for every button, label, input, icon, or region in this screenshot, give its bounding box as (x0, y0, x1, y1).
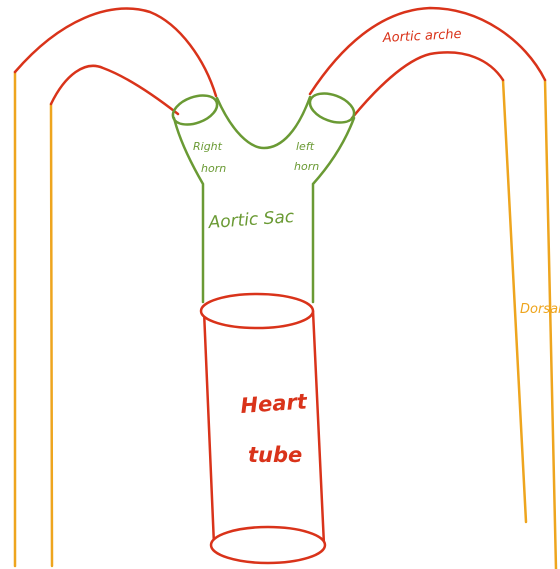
left-horn-label-line2: horn (294, 160, 319, 173)
heart-tube-bottom (211, 527, 325, 563)
heart-tube-label-line2: tube (248, 443, 302, 467)
right-dorsal-inner (503, 80, 526, 522)
aortic-arches (15, 8, 545, 118)
left-dorsal-inner (51, 104, 52, 566)
right-dorsal-outer (545, 80, 556, 569)
heart-tube-left-wall (204, 311, 214, 545)
left-horn-label-line1: left (296, 140, 315, 153)
aortic-sac (169, 88, 358, 302)
heart-tube-top (201, 294, 313, 328)
left-horn-opening (306, 88, 358, 128)
heart-tube-label-line1: Heart (240, 389, 309, 418)
heart-tube (201, 294, 325, 563)
aortic-arch-label: Aortic arche (381, 27, 462, 46)
right-arch-inner (352, 52, 503, 118)
heart-tube-right-wall (313, 311, 324, 545)
left-arch-inner (51, 66, 178, 114)
right-horn-label-line2: horn (201, 162, 226, 175)
right-arch-outer (310, 8, 545, 94)
left-horn-wall (313, 118, 354, 302)
aortic-sac-label: Aortic Sac (207, 207, 296, 233)
left-arch-outer (15, 9, 216, 96)
dorsal-label: Dorsal (520, 302, 560, 317)
right-horn-label-line1: Right (193, 140, 223, 153)
